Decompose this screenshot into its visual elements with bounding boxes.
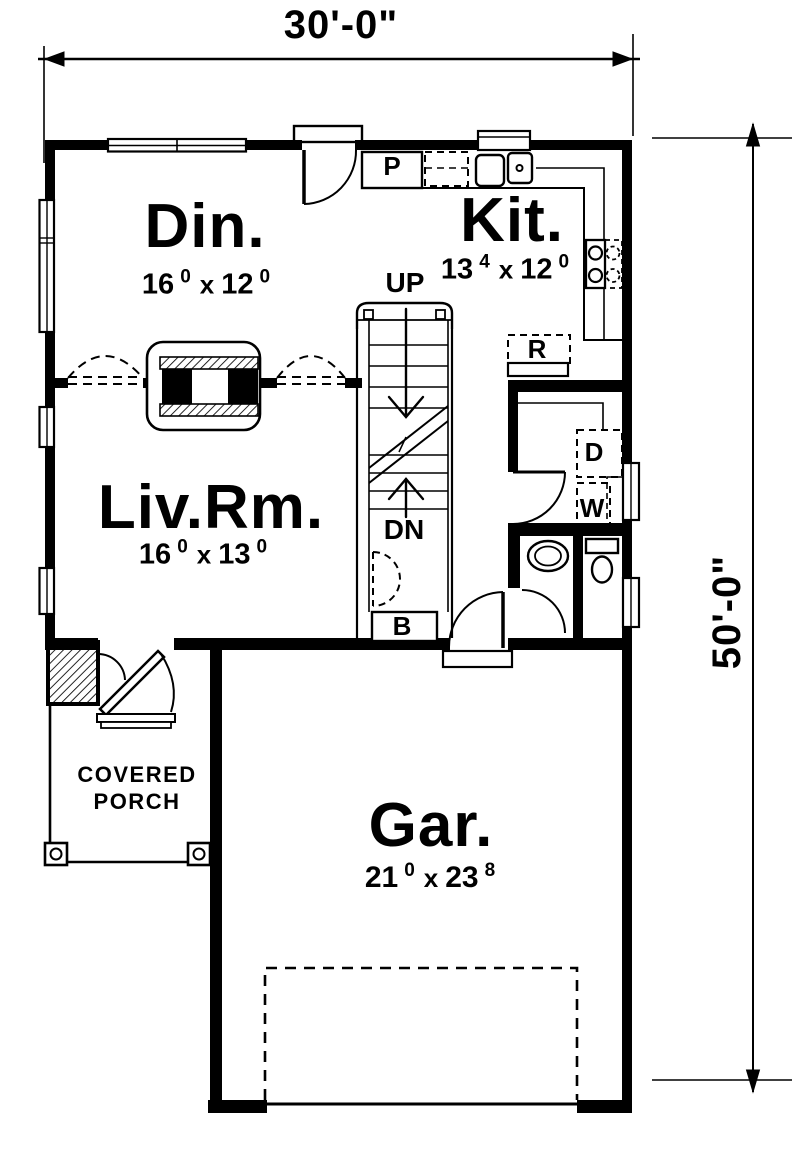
width-dimension-label: 30'-0" xyxy=(283,3,399,47)
up-arrow xyxy=(387,307,425,419)
bench-label: B xyxy=(392,611,412,641)
garage-label: Gar. xyxy=(368,791,494,860)
understair-closet-door xyxy=(372,551,401,607)
down-arrow xyxy=(387,477,425,519)
columns xyxy=(145,340,262,432)
dryer-label: D xyxy=(584,437,604,467)
pantry-label: P xyxy=(383,151,401,181)
dining-size-w-sup: 0 xyxy=(180,266,191,288)
living-size-d: 13 xyxy=(218,538,251,571)
living-window-lower xyxy=(38,566,56,616)
front-door xyxy=(96,649,176,729)
garage-size-d-sup: 8 xyxy=(484,860,496,881)
living-size-w-sup: 0 xyxy=(177,536,188,558)
refrigerator xyxy=(506,334,571,378)
stair-break-lines xyxy=(368,405,449,484)
kitchen-sink xyxy=(474,151,534,188)
closet-door xyxy=(97,653,126,681)
right-dimension xyxy=(652,122,792,1094)
garage-size-w: 21 xyxy=(364,861,399,894)
counter-edge xyxy=(422,167,622,341)
pantry-cabinet xyxy=(360,150,424,190)
dining-living-arches xyxy=(67,355,346,385)
kitchen-size-d-sup: 0 xyxy=(558,251,570,273)
porch-post-left xyxy=(43,841,69,867)
back-door-stoop xyxy=(292,124,364,144)
bench xyxy=(370,610,439,643)
dining-room-label: Din. xyxy=(144,192,266,261)
washer xyxy=(576,476,624,529)
garage-size-sep: x xyxy=(423,863,439,893)
laundry-door xyxy=(512,470,566,525)
dining-size-d-sup: 0 xyxy=(259,266,271,288)
dining-size-sep: x xyxy=(199,269,215,300)
doors xyxy=(96,149,566,729)
toilet xyxy=(584,537,620,584)
living-size-w: 16 xyxy=(138,538,172,571)
laundry-window xyxy=(621,461,641,522)
garage-entry-door xyxy=(441,591,514,669)
interior-walls xyxy=(45,378,632,638)
garage-size-d: 23 xyxy=(445,861,479,894)
living-size-d-sup: 0 xyxy=(256,536,268,558)
dining-size-w: 16 xyxy=(141,268,175,301)
bathroom-fixtures xyxy=(526,537,620,584)
stairs-up-label: UP xyxy=(385,267,425,298)
covered-porch-line2: PORCH xyxy=(93,789,181,814)
kitchen-size-d: 12 xyxy=(520,253,553,286)
windows xyxy=(38,129,641,629)
living-window-upper xyxy=(38,405,56,449)
dining-top-window xyxy=(106,137,248,153)
porch-post-right xyxy=(186,841,212,867)
porch-outline xyxy=(43,706,212,867)
stairs xyxy=(355,301,454,638)
living-size-sep: x xyxy=(196,539,212,570)
kitchen-fixtures xyxy=(360,150,623,378)
stair-treads xyxy=(369,344,448,510)
dining-size-d: 12 xyxy=(221,268,254,301)
kitchen-sink-window xyxy=(476,129,532,152)
washer-label: W xyxy=(579,493,605,523)
garage-size-w-sup: 0 xyxy=(404,860,415,881)
covered-porch-label: COVERED PORCH xyxy=(77,761,196,815)
range xyxy=(584,238,623,290)
dryer xyxy=(576,429,623,478)
covered-porch-line1: COVERED xyxy=(77,762,197,787)
living-room-label: Liv.Rm. xyxy=(97,473,325,542)
exterior-walls xyxy=(45,140,632,1113)
kitchen-size-w: 13 xyxy=(440,253,474,286)
bathroom-sink xyxy=(526,539,570,573)
kitchen-label: Kit. xyxy=(460,186,564,255)
coat-closet xyxy=(46,640,100,706)
kitchen-size-sep: x xyxy=(498,254,514,285)
depth-dimension-label: 50'-0" xyxy=(705,554,749,670)
top-dimension xyxy=(38,34,640,163)
back-door xyxy=(302,149,358,205)
garage-door xyxy=(263,966,579,1106)
refrigerator-label: R xyxy=(527,334,547,364)
stairs-down-label: DN xyxy=(383,514,425,545)
dining-left-window xyxy=(38,198,56,334)
bathroom-window xyxy=(621,576,641,629)
laundry-fixtures xyxy=(518,402,624,529)
kitchen-size-w-sup: 4 xyxy=(479,251,490,273)
bathroom-door xyxy=(521,589,566,634)
dishwasher xyxy=(424,151,469,187)
